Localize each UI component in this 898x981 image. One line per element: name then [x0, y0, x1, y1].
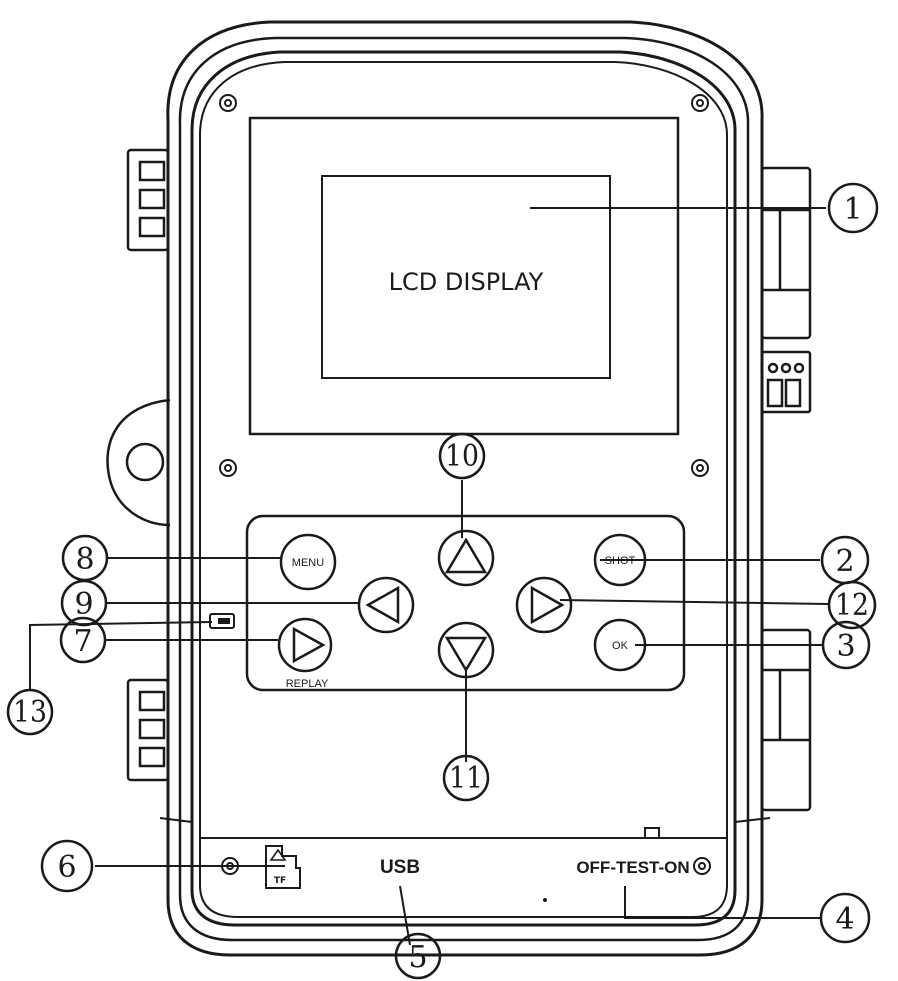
strap-mount: [106, 398, 171, 527]
right-button[interactable]: [515, 576, 573, 634]
leader-4: [624, 886, 820, 919]
ok-button-label: OK: [612, 640, 629, 652]
callout-1-number: 1: [843, 192, 862, 227]
callout-12: 12: [827, 580, 877, 630]
callout-13-number: 13: [13, 695, 47, 730]
camera-body: [166, 20, 764, 957]
screw-mid-right: [691, 459, 709, 477]
callout-10-number: 10: [445, 439, 479, 474]
screw-mid-left: [219, 459, 237, 477]
callout-2-number: 2: [835, 544, 854, 579]
right-hinge-bottom: [760, 628, 812, 812]
screw-bottom-right: [693, 857, 711, 875]
up-button[interactable]: [437, 529, 495, 587]
left-button[interactable]: [357, 576, 415, 634]
left-latch-top: [126, 148, 170, 252]
callout-11-number: 11: [449, 761, 483, 796]
slot-marker: [543, 898, 547, 902]
callout-2: 2: [820, 535, 870, 585]
tf-card-slot[interactable]: TF: [265, 845, 301, 889]
callout-8-number: 8: [75, 542, 94, 577]
leader-12: [559, 599, 829, 605]
right-hinge-top: [760, 166, 812, 340]
tf-label: TF: [274, 876, 286, 886]
right-connector: [760, 350, 812, 414]
menu-button-label: MENU: [292, 557, 324, 569]
callout-6: 6: [40, 839, 94, 893]
screw-top-left: [219, 94, 237, 112]
replay-button-label: REPLAY: [286, 678, 329, 690]
left-latch-bottom: [126, 678, 170, 782]
callout-3-number: 3: [836, 629, 855, 664]
indicator-icon: [209, 613, 235, 629]
bottom-panel-divider: [159, 817, 771, 839]
callout-5-number: 5: [408, 940, 427, 975]
callout-1: 1: [827, 182, 879, 234]
callout-10: 10: [438, 432, 486, 480]
callout-11: 11: [442, 754, 490, 802]
callout-9: 9: [60, 579, 108, 627]
lcd-label: LCD DISPLAY: [389, 268, 544, 296]
callout-12-number: 12: [835, 588, 869, 623]
screw-top-right: [691, 94, 709, 112]
power-switch-label: OFF-TEST-ON: [576, 858, 689, 877]
leader-lines: [29, 207, 829, 946]
callout-7-number: 7: [73, 624, 92, 659]
callout-8: 8: [61, 534, 109, 582]
callout-13: 13: [6, 688, 54, 736]
callout-6-number: 6: [57, 850, 76, 885]
leader-13: [29, 621, 213, 690]
callout-3: 3: [821, 620, 871, 670]
callout-4-number: 4: [835, 902, 854, 937]
callout-7: 7: [59, 616, 107, 664]
menu-button[interactable]: MENU: [279, 533, 337, 591]
callout-9-number: 9: [74, 587, 93, 622]
usb-port-label: USB: [380, 857, 420, 878]
replay-button[interactable]: REPLAY: [277, 617, 333, 690]
callout-4: 4: [819, 892, 871, 944]
lcd-display: LCD DISPLAY: [248, 116, 680, 436]
callout-5: 5: [394, 932, 442, 980]
down-button[interactable]: [437, 621, 495, 679]
